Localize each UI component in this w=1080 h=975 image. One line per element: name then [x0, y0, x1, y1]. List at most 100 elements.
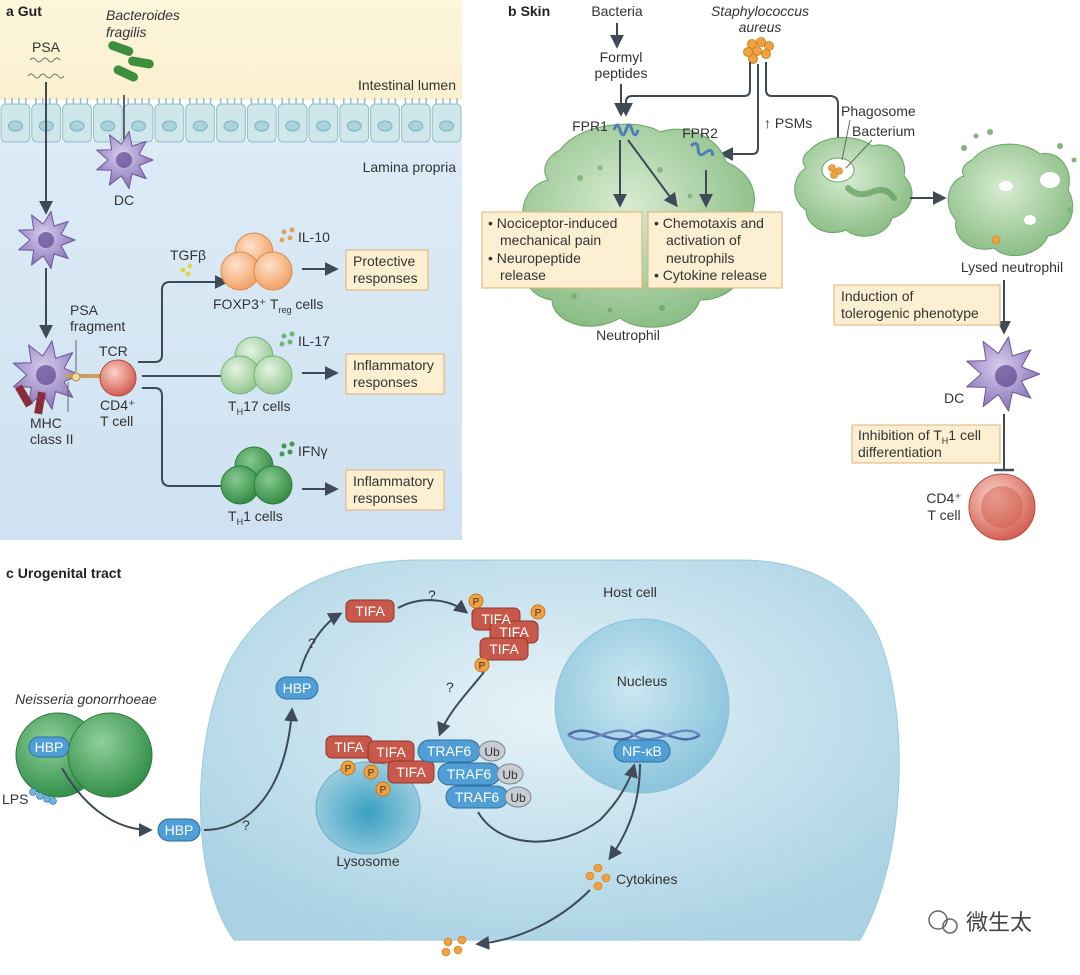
box1-line-1: • Nociceptor-induced — [488, 215, 617, 231]
epithelial-nucleus — [223, 120, 239, 132]
tifa-complex — [325, 735, 435, 784]
epithelium-layer — [0, 98, 462, 143]
lysosome — [315, 761, 421, 855]
phagosome-leader — [841, 119, 851, 161]
box2-line-1: • Chemotaxis and — [654, 215, 764, 231]
epithelial-nucleus — [315, 120, 331, 132]
released-bacterium-icon — [991, 235, 1001, 245]
tifa-oligomerization-arrow — [397, 599, 469, 614]
ubiquitin-tags — [478, 740, 532, 808]
th17-cell-cluster — [220, 336, 293, 395]
th1-label: TH1 cells — [228, 508, 283, 527]
phagocytosed-bacterium-icon — [828, 164, 843, 179]
bacterium-label: Bacterium — [852, 123, 915, 139]
antigen-presenting-dc — [12, 340, 82, 415]
th17-label: TH17 cells — [228, 398, 291, 417]
tolerogenic-box — [833, 284, 1001, 326]
ifng-dots-icon — [279, 441, 295, 457]
cytokines-dots-icon — [585, 863, 611, 891]
epithelial-nucleus — [131, 120, 147, 132]
dc-label: DC — [114, 192, 134, 208]
wechat-icon-small — [942, 918, 958, 934]
il17-label: IL-17 — [298, 333, 330, 349]
svg-text:P: P — [479, 661, 486, 672]
chemotaxis-effects-box — [647, 211, 783, 289]
cytokine-release-arrow — [475, 889, 591, 950]
phagocytic-nucleus — [845, 185, 897, 201]
tcr-label: TCR — [99, 343, 128, 359]
psa-fragment-label-1: PSA — [70, 302, 99, 318]
epithelial-nucleus — [100, 120, 116, 132]
treg-branch-arrow — [138, 275, 229, 363]
hbp-secretion-arrow — [61, 767, 153, 837]
inhibition-label-2: differentiation — [858, 444, 942, 460]
staph-label-2: aureus — [739, 19, 782, 35]
epithelial-nucleus — [346, 120, 362, 132]
lysed-holes — [999, 172, 1060, 225]
intestinal-lumen-region — [0, 0, 462, 100]
psa-fragment-label-2: fragment — [70, 318, 125, 334]
staph-to-fpr1-arrow — [619, 62, 751, 117]
th1-inhibition-box — [851, 424, 1001, 464]
box2-line-3: neutrophils — [666, 250, 735, 266]
inflammatory-label-3: Inflammatory — [353, 473, 434, 489]
psa-wave-icon — [27, 73, 65, 79]
epithelial-nucleus — [192, 120, 208, 132]
nfkb-pill — [613, 739, 671, 763]
th1-cell-cluster — [220, 446, 293, 505]
traf6-label-1: TRAF6 — [427, 743, 472, 759]
svg-text:P: P — [380, 785, 387, 796]
tifa-monomer-label: TIFA — [355, 603, 385, 619]
skin-dendritic-cell — [966, 336, 1041, 412]
phagosome-label: Phagosome — [841, 103, 916, 119]
epithelial-nucleus — [408, 120, 424, 132]
watermark-text: 微生太 — [966, 910, 1032, 935]
inhibition-label-1: Inhibition of TH1 cell — [858, 427, 981, 446]
box2-line-4: • Cytokine release — [654, 267, 767, 283]
induction-label-1: Induction of — [841, 288, 913, 304]
hbp-label-secreted: HBP — [165, 822, 194, 838]
traf6-label-2: TRAF6 — [447, 766, 492, 782]
nfkb-to-cytokines-arrow — [608, 763, 641, 861]
hbp-to-tifa-arrow — [299, 612, 343, 673]
hbp-label-cytosolic: HBP — [283, 680, 312, 696]
nucleus — [554, 618, 730, 794]
il17-dots-icon — [279, 331, 295, 347]
epithelial-nucleus — [377, 120, 393, 132]
nucleus-label: Nucleus — [617, 673, 668, 689]
intestinal-lumen-label: Intestinal lumen — [358, 77, 456, 93]
psa-fragment-icon — [71, 372, 81, 382]
inflammatory-responses-box-1 — [345, 353, 445, 395]
host-cell — [200, 559, 900, 941]
formyl-label-2: peptides — [595, 65, 648, 81]
protective-label-1: Protective — [353, 253, 415, 269]
ifng-label: IFNγ — [298, 443, 328, 459]
phospho-group-icon: P P P — [468, 593, 546, 673]
traf6-label-3: TRAF6 — [455, 789, 500, 805]
cd4-t-cell — [99, 359, 137, 397]
cd4-label: CD4⁺ — [100, 397, 135, 413]
bacteria-label: Bacteria — [591, 3, 643, 19]
box1-line-2: mechanical pain — [500, 232, 601, 248]
tgfb-label: TGFβ — [170, 247, 206, 263]
cytokines-label: Cytokines — [616, 871, 677, 887]
tifa-oligomer — [471, 607, 539, 661]
inflammatory-responses-box-2 — [345, 469, 445, 511]
lysed-neutrophil-label: Lysed neutrophil — [961, 259, 1063, 275]
epithelial-nucleus — [285, 120, 301, 132]
psa-wave-icon — [29, 57, 61, 63]
treg-label: FOXP3⁺ Treg cells — [213, 296, 323, 315]
skin-cd4-label: CD4⁺ — [926, 490, 961, 506]
tifa-oligomer-label-2: TIFA — [499, 624, 529, 640]
box2-line-2: activation of — [666, 232, 741, 248]
tcell-label: T cell — [100, 413, 133, 429]
staph-to-phagosome-arrow — [765, 62, 845, 163]
lamina-propria-label: Lamina propria — [363, 159, 457, 175]
neutrophil-label: Neutrophil — [596, 327, 660, 343]
question-mark-4: ? — [446, 679, 454, 695]
hbp-label-bacterium: HBP — [35, 739, 64, 755]
inflammatory-label-4: responses — [353, 490, 418, 506]
